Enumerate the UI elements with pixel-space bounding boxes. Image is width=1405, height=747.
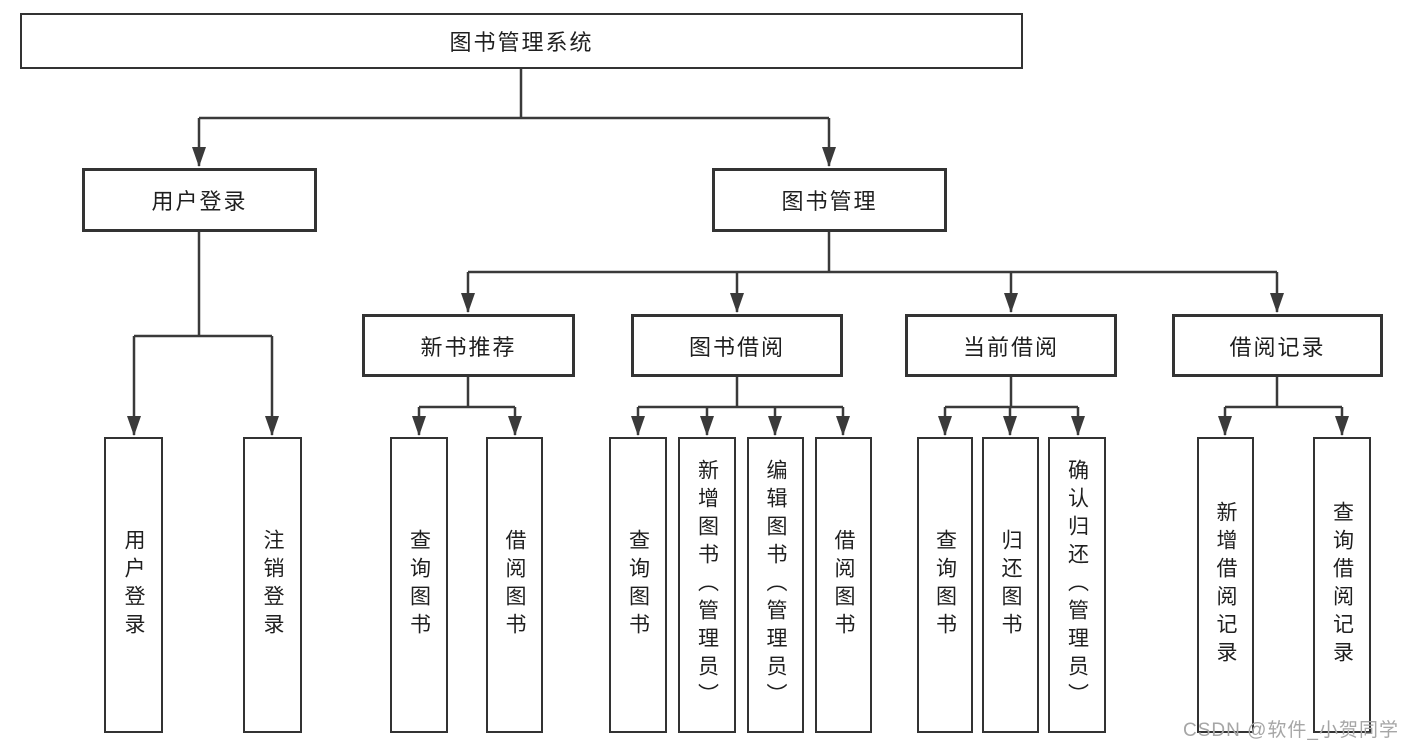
leaf-borrow-query-book: 查询图书 bbox=[609, 437, 667, 733]
leaf-label: 新增图书（管理员） bbox=[695, 459, 719, 711]
node-label: 用户登录 bbox=[151, 189, 248, 214]
leaf-label: 确认归还（管理员） bbox=[1065, 459, 1089, 711]
node-label: 当前借阅 bbox=[962, 334, 1059, 360]
node-user-login: 用户登录 bbox=[82, 168, 317, 232]
leaf-label: 编辑图书（管理员） bbox=[764, 459, 787, 711]
node-book-borrow: 图书借阅 bbox=[631, 314, 843, 377]
node-borrow-records: 借阅记录 bbox=[1172, 314, 1383, 377]
node-library-management-system: 图书管理系统 bbox=[20, 13, 1023, 69]
node-current-borrow: 当前借阅 bbox=[905, 314, 1117, 377]
node-label: 新书推荐 bbox=[420, 334, 517, 360]
leaf-label: 查询图书 bbox=[407, 529, 431, 641]
leaf-label: 用户登录 bbox=[122, 529, 145, 641]
node-new-book-recommend: 新书推荐 bbox=[362, 314, 575, 377]
leaf-user-login: 用户登录 bbox=[104, 437, 163, 733]
csdn-watermark: CSDN @软件_小贺同学 bbox=[1183, 720, 1399, 741]
leaf-label: 查询图书 bbox=[933, 529, 957, 641]
node-label: 图书借阅 bbox=[688, 334, 785, 360]
leaf-label: 借阅图书 bbox=[503, 529, 526, 641]
leaf-label: 归还图书 bbox=[999, 529, 1022, 641]
node-book-management: 图书管理 bbox=[712, 168, 947, 232]
leaf-logout: 注销登录 bbox=[243, 437, 302, 733]
leaf-label: 查询图书 bbox=[626, 529, 650, 641]
leaf-label: 注销登录 bbox=[261, 529, 284, 641]
leaf-borrow-borrow-book: 借阅图书 bbox=[815, 437, 872, 733]
leaf-current-return-book: 归还图书 bbox=[982, 437, 1039, 733]
leaf-recommend-query-book: 查询图书 bbox=[390, 437, 448, 733]
leaf-records-query-record: 查询借阅记录 bbox=[1313, 437, 1371, 733]
leaf-current-confirm-return-admin: 确认归还（管理员） bbox=[1048, 437, 1106, 733]
node-label: 图书管理系统 bbox=[449, 30, 594, 55]
leaf-borrow-edit-book-admin: 编辑图书（管理员） bbox=[747, 437, 804, 733]
leaf-current-query-book: 查询图书 bbox=[917, 437, 973, 733]
leaf-records-add-record: 新增借阅记录 bbox=[1197, 437, 1254, 733]
node-label: 借阅记录 bbox=[1229, 334, 1326, 360]
leaf-label: 查询借阅记录 bbox=[1330, 501, 1354, 669]
leaf-label: 借阅图书 bbox=[832, 529, 855, 641]
node-label: 图书管理 bbox=[781, 189, 878, 214]
leaf-recommend-borrow-book: 借阅图书 bbox=[486, 437, 543, 733]
leaf-label: 新增借阅记录 bbox=[1214, 501, 1237, 669]
leaf-borrow-add-book-admin: 新增图书（管理员） bbox=[678, 437, 736, 733]
